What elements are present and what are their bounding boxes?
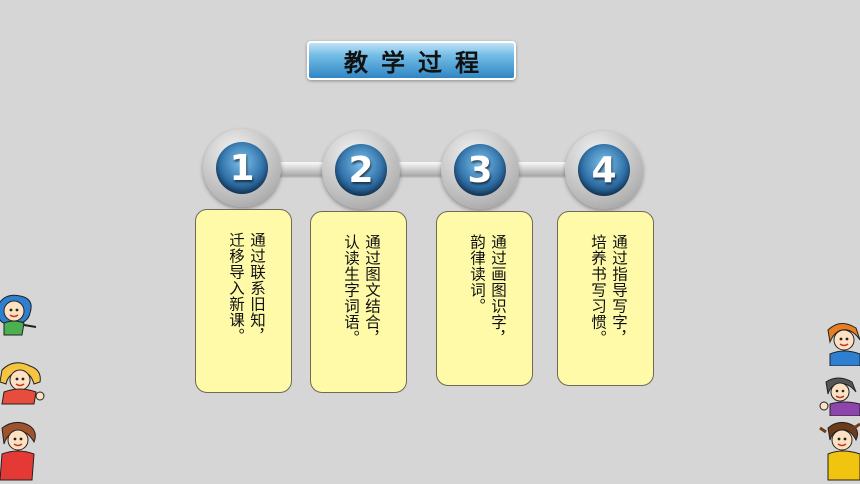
step-line: 通过图文结合， bbox=[363, 234, 381, 346]
cartoon-kid-icon bbox=[827, 323, 860, 366]
cartoon-kid-icon bbox=[819, 377, 860, 416]
step-2-card: 通过图文结合， 认读生字词语。 bbox=[310, 211, 407, 393]
step-3-text: 通过画图识字， 韵律读词。 bbox=[466, 234, 508, 346]
step-line: 韵律读词。 bbox=[468, 234, 486, 314]
step-number: 1 bbox=[229, 147, 255, 189]
step-2-badge: 2 bbox=[322, 131, 400, 209]
step-1-text: 通过联系旧知， 迁移导入新课。 bbox=[225, 232, 267, 344]
connector-bar bbox=[518, 162, 566, 176]
step-1-card: 通过联系旧知， 迁移导入新课。 bbox=[195, 209, 292, 393]
step-2-text: 通过图文结合， 认读生字词语。 bbox=[340, 234, 382, 346]
step-number: 4 bbox=[591, 149, 617, 191]
step-3-card: 通过画图识字， 韵律读词。 bbox=[436, 211, 533, 386]
step-number: 3 bbox=[467, 149, 493, 191]
page-title: 教学过程 bbox=[344, 49, 492, 77]
step-line: 迁移导入新课。 bbox=[227, 232, 245, 344]
step-line: 通过画图识字， bbox=[489, 234, 507, 346]
step-number: 2 bbox=[348, 149, 374, 191]
step-1-badge: 1 bbox=[203, 129, 281, 207]
connector-bar bbox=[278, 162, 324, 176]
step-4-text: 通过指导写字， 培养书写习惯。 bbox=[587, 234, 629, 346]
cartoon-kid-icon bbox=[819, 422, 860, 481]
step-4-badge: 4 bbox=[565, 131, 643, 209]
cartoon-kid-icon bbox=[0, 362, 45, 405]
cartoon-kid-icon bbox=[0, 422, 36, 481]
step-line: 培养书写习惯。 bbox=[589, 234, 607, 346]
step-line: 认读生字词语。 bbox=[342, 234, 360, 346]
step-4-card: 通过指导写字， 培养书写习惯。 bbox=[557, 211, 654, 386]
cartoon-kid-icon bbox=[0, 294, 37, 336]
step-3-badge: 3 bbox=[441, 131, 519, 209]
title-banner: 教学过程 bbox=[307, 41, 516, 80]
step-line: 通过指导写字， bbox=[610, 234, 628, 346]
step-line: 通过联系旧知， bbox=[248, 232, 266, 344]
connector-bar bbox=[398, 162, 444, 176]
